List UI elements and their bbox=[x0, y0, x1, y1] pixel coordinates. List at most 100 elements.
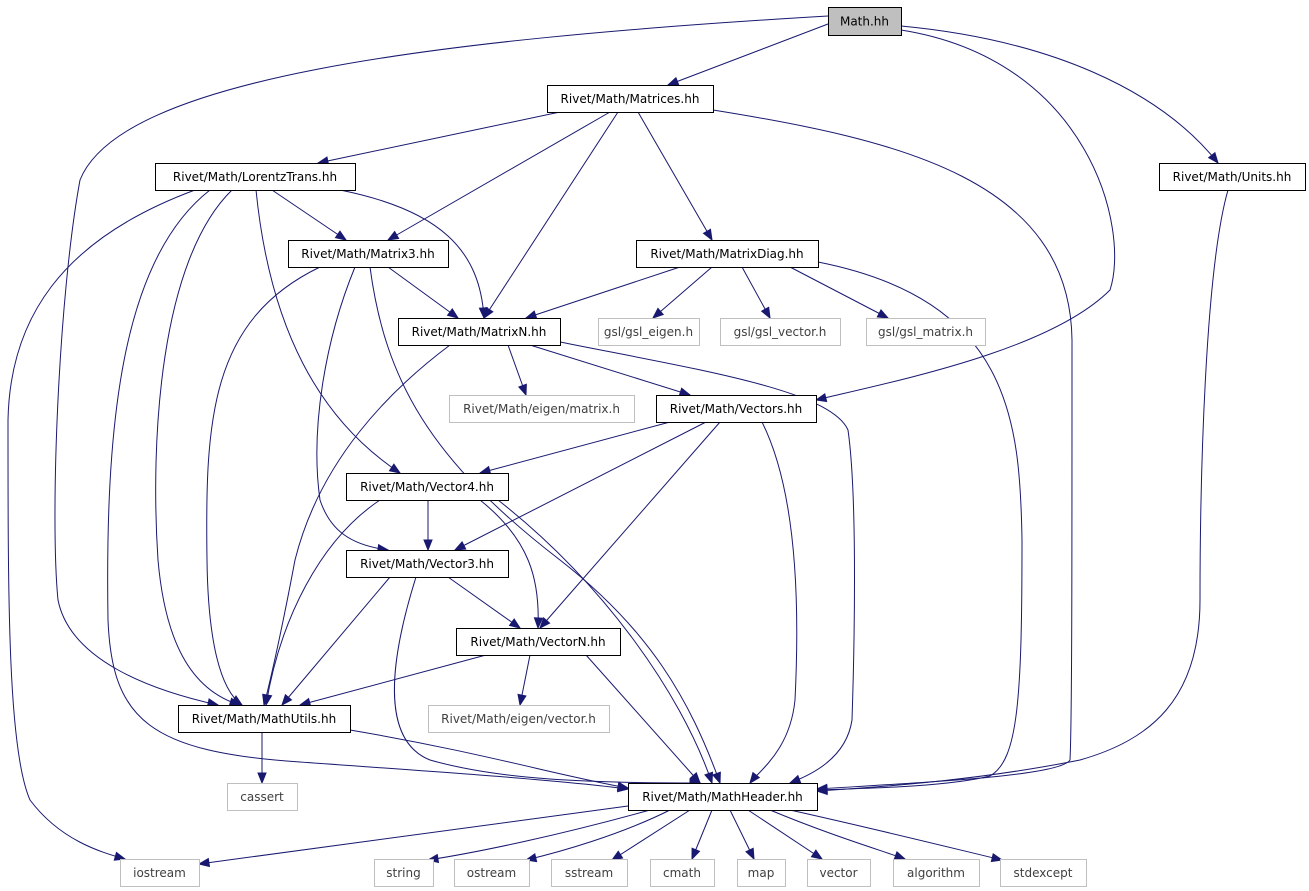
edge-matrices-to-matrixdiag bbox=[637, 111, 713, 242]
edge-line bbox=[271, 189, 347, 241]
node-box bbox=[636, 240, 819, 268]
arrowhead-icon bbox=[453, 541, 467, 551]
arrowhead-icon bbox=[334, 230, 348, 241]
edge-matrixn-to-mathutils bbox=[262, 344, 451, 707]
node-mathutils[interactable]: Rivet/Math/MathUtils.hh bbox=[178, 705, 351, 733]
node-vector4[interactable]: Rivet/Math/Vector4.hh bbox=[346, 473, 509, 501]
edge-mathheader-to-cmath bbox=[691, 809, 713, 861]
node-gslmatrix: gsl/gsl_matrix.h bbox=[866, 318, 986, 346]
edge-matrixn-to-vectors bbox=[529, 344, 692, 397]
node-matrices[interactable]: Rivet/Math/Matrices.hh bbox=[547, 85, 714, 113]
node-box bbox=[227, 783, 298, 811]
arrowhead-icon bbox=[810, 849, 824, 860]
edge-line bbox=[265, 499, 381, 706]
edge-math-to-vectors bbox=[814, 29, 1116, 403]
nodes-layer: Math.hhRivet/Math/Matrices.hhRivet/Math/… bbox=[120, 7, 1306, 887]
node-lorentz[interactable]: Rivet/Math/LorentzTrans.hh bbox=[155, 163, 356, 191]
arrowhead-icon bbox=[815, 784, 828, 795]
node-label: Rivet/Math/Matrices.hh bbox=[561, 92, 700, 106]
node-box bbox=[551, 859, 628, 887]
arrowhead-icon bbox=[711, 771, 721, 785]
arrowhead-icon bbox=[893, 850, 907, 860]
edge-line bbox=[206, 266, 321, 706]
node-box bbox=[893, 859, 980, 887]
arrowhead-icon bbox=[524, 310, 538, 320]
edge-mathheader-to-sstream bbox=[610, 809, 691, 861]
arrowhead-icon bbox=[517, 693, 527, 707]
node-cassert: cassert bbox=[227, 783, 298, 811]
node-box bbox=[428, 705, 610, 733]
edge-line bbox=[667, 23, 829, 86]
node-label: Rivet/Math/Units.hh bbox=[1173, 170, 1292, 184]
edge-vector4-to-mathutils bbox=[263, 499, 381, 707]
edge-line bbox=[198, 805, 629, 865]
arrowhead-icon bbox=[230, 695, 244, 706]
edge-line bbox=[387, 111, 611, 241]
node-matrixn[interactable]: Rivet/Math/MatrixN.hh bbox=[398, 318, 561, 346]
node-label: iostream bbox=[133, 866, 186, 880]
arrowhead-icon bbox=[197, 857, 211, 868]
node-box bbox=[120, 859, 200, 887]
edge-line bbox=[394, 576, 701, 784]
node-box bbox=[449, 395, 635, 423]
node-cmath: cmath bbox=[650, 859, 715, 887]
edge-line bbox=[637, 111, 713, 241]
arrowhead-icon bbox=[990, 852, 1004, 863]
arrowhead-icon bbox=[388, 463, 402, 474]
edge-mathutils-to-cassert bbox=[257, 732, 267, 785]
node-gsleigen: gsl/gsl_eigen.h bbox=[598, 318, 700, 346]
node-matrixdiag[interactable]: Rivet/Math/MatrixDiag.hh bbox=[636, 240, 819, 268]
edge-math-to-units bbox=[900, 25, 1219, 165]
edge-line bbox=[815, 29, 1116, 401]
edge-line bbox=[317, 111, 561, 164]
node-label: stdexcept bbox=[1014, 866, 1073, 880]
node-label: vector bbox=[819, 866, 857, 880]
edge-mathheader-to-ostream bbox=[524, 809, 671, 863]
node-label: Rivet/Math/eigen/matrix.h bbox=[463, 402, 620, 416]
edge-line bbox=[749, 421, 798, 784]
node-sstream: sstream bbox=[551, 859, 628, 887]
node-math[interactable]: Math.hh bbox=[828, 7, 902, 36]
arrowhead-icon bbox=[760, 306, 771, 320]
node-box bbox=[178, 705, 351, 733]
arrowhead-icon bbox=[281, 693, 293, 707]
edge-vector4-to-mathheader bbox=[497, 499, 714, 785]
edge-line bbox=[369, 266, 721, 784]
node-vectors[interactable]: Rivet/Math/Vectors.hh bbox=[656, 395, 817, 423]
edge-vectors-to-vector4 bbox=[478, 421, 671, 475]
edge-line bbox=[447, 576, 521, 629]
node-matrix3[interactable]: Rivet/Math/Matrix3.hh bbox=[288, 240, 449, 268]
edge-line bbox=[299, 654, 487, 706]
node-box bbox=[828, 7, 902, 36]
edge-line bbox=[525, 266, 681, 319]
arrowhead-icon bbox=[508, 618, 522, 629]
edge-line bbox=[712, 109, 1073, 790]
arrowhead-icon bbox=[704, 771, 714, 785]
node-label: Rivet/Math/MathHeader.hh bbox=[642, 790, 803, 804]
node-vectorn[interactable]: Rivet/Math/VectorN.hh bbox=[456, 628, 621, 656]
node-box bbox=[656, 395, 817, 423]
edge-line bbox=[54, 15, 829, 706]
arrowhead-icon bbox=[610, 850, 624, 861]
node-label: Rivet/Math/Matrix3.hh bbox=[301, 247, 434, 261]
edge-matrixdiag-to-gslmatrix bbox=[789, 266, 890, 319]
node-eigenmatrix: Rivet/Math/eigen/matrix.h bbox=[449, 395, 635, 423]
node-box bbox=[598, 318, 700, 346]
node-vector3[interactable]: Rivet/Math/Vector3.hh bbox=[346, 550, 509, 578]
node-stdexcept: stdexcept bbox=[1000, 859, 1087, 887]
node-box bbox=[866, 318, 986, 346]
arrowhead-icon bbox=[533, 617, 544, 630]
node-label: Rivet/Math/MathUtils.hh bbox=[192, 712, 336, 726]
edge-line bbox=[483, 111, 619, 319]
edge-line bbox=[316, 266, 389, 551]
edge-lorentz-to-mathutils bbox=[155, 189, 242, 707]
edge-line bbox=[479, 499, 539, 629]
node-eigenvector: Rivet/Math/eigen/vector.h bbox=[428, 705, 610, 733]
edge-vector4-to-vector3 bbox=[423, 500, 433, 552]
arrowhead-icon bbox=[678, 387, 692, 397]
node-box bbox=[547, 85, 714, 113]
node-label: Rivet/Math/eigen/vector.h bbox=[441, 712, 596, 726]
node-units[interactable]: Rivet/Math/Units.hh bbox=[1159, 163, 1306, 191]
arrowhead-icon bbox=[423, 539, 433, 552]
node-mathheader[interactable]: Rivet/Math/MathHeader.hh bbox=[628, 783, 818, 811]
